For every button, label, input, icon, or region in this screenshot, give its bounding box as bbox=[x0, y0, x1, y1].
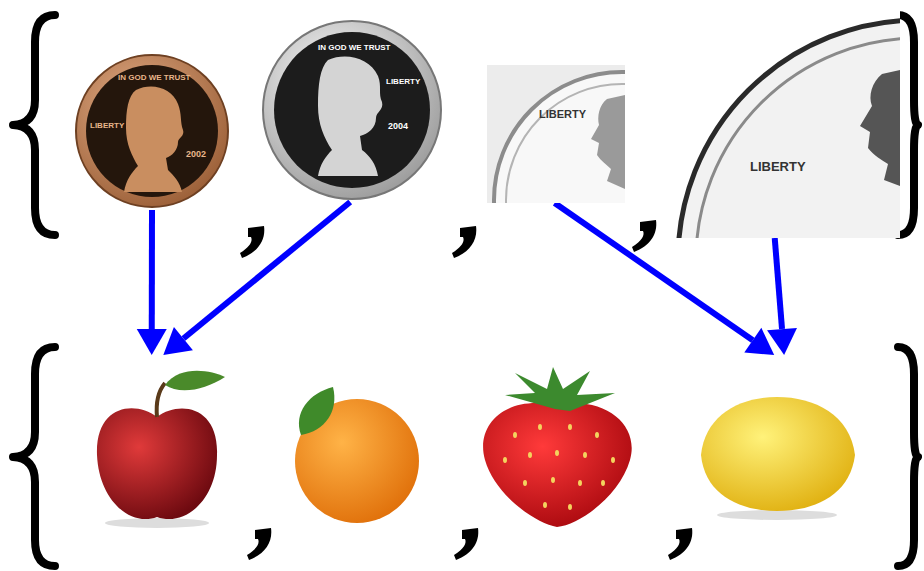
orange-image-art bbox=[285, 385, 425, 525]
coin-inscription: LIBERTY bbox=[90, 122, 124, 130]
dime-coin: LIBERTY bbox=[487, 65, 625, 203]
coin-inscription: LIBERTY bbox=[386, 78, 420, 86]
quarter-coin-art bbox=[668, 10, 900, 238]
arrow-head bbox=[163, 327, 193, 355]
coin-inscription: 2002 bbox=[186, 150, 206, 159]
apple-image-art bbox=[85, 355, 230, 530]
comma bbox=[240, 226, 264, 258]
apple-image bbox=[85, 355, 230, 530]
left-brace bbox=[13, 15, 55, 235]
orange-image bbox=[285, 385, 425, 525]
strawberry-image-art bbox=[465, 365, 645, 530]
mapping-arrow bbox=[767, 238, 797, 355]
quarter-coin: LIBERTY bbox=[668, 10, 900, 238]
comma bbox=[454, 528, 478, 560]
coin-inscription: LIBERTY bbox=[539, 109, 586, 120]
coin-inscription: 2004 bbox=[388, 122, 408, 131]
coin-inscription: IN GOD WE TRUST bbox=[118, 74, 190, 82]
dime-coin-art bbox=[487, 65, 625, 203]
comma bbox=[668, 528, 692, 560]
comma bbox=[632, 220, 656, 252]
nickel-coin: IN GOD WE TRUST LIBERTY 2004 bbox=[262, 18, 442, 202]
arrow-shaft bbox=[775, 238, 782, 329]
right-brace bbox=[898, 347, 918, 566]
strawberry-image bbox=[465, 365, 645, 530]
arrow-shaft bbox=[183, 202, 350, 339]
comma bbox=[452, 226, 476, 258]
coin-inscription: IN GOD WE TRUST bbox=[318, 44, 390, 52]
lemon-image-art bbox=[695, 355, 860, 525]
coin-inscription: LIBERTY bbox=[750, 160, 806, 173]
left-brace bbox=[13, 347, 55, 566]
right-brace bbox=[898, 15, 918, 235]
arrow-head bbox=[137, 329, 167, 355]
mapping-arrow bbox=[163, 202, 350, 355]
comma bbox=[247, 528, 271, 560]
mapping-arrow bbox=[137, 210, 167, 355]
arrow-shaft bbox=[149, 210, 155, 329]
arrow-head bbox=[767, 328, 797, 355]
lemon-image bbox=[695, 355, 860, 525]
penny-coin: IN GOD WE TRUST LIBERTY 2002 bbox=[74, 52, 230, 210]
